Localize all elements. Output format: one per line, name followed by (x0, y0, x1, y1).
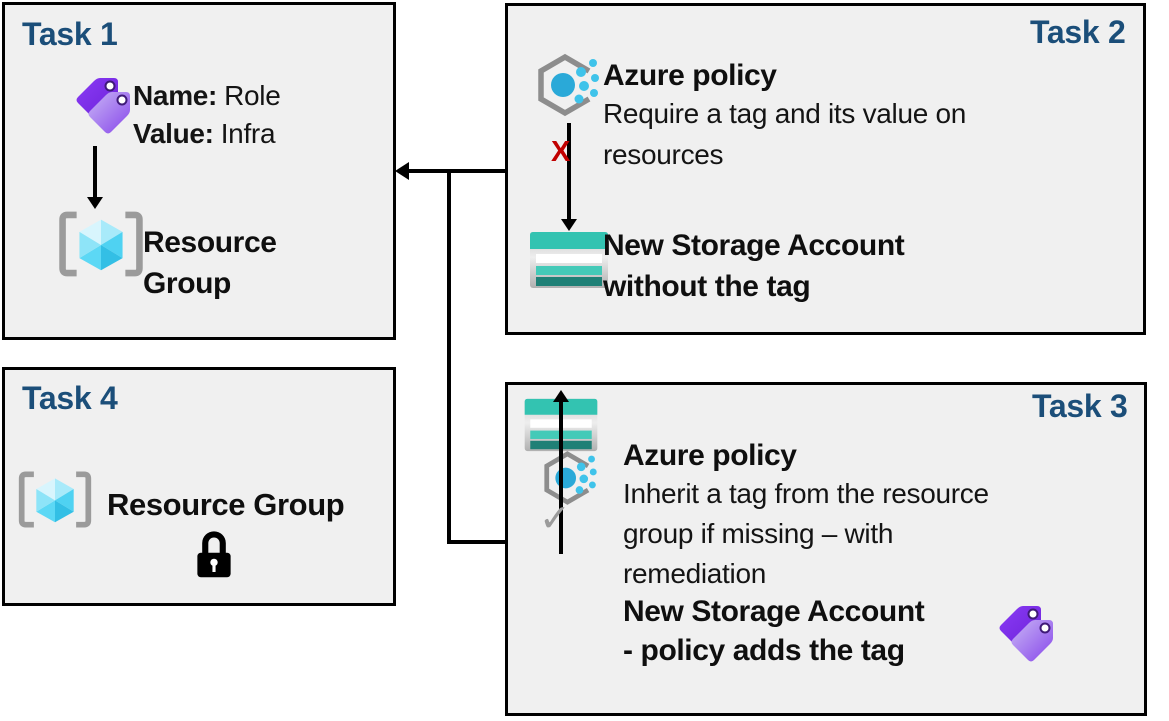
task2-heading: Azure policy (603, 59, 777, 92)
task2-description: Require a tag and its value on resources (603, 93, 966, 175)
task3-arrowhead-up-icon (553, 390, 569, 402)
task3-result-line1: New Storage Account (623, 595, 925, 628)
task1-arrow-line (93, 146, 97, 198)
task4-resource-group-label: Resource Group (107, 487, 345, 522)
connector-arrowhead-left-icon (395, 162, 409, 180)
task1-panel (2, 2, 396, 340)
task3-heading: Azure policy (623, 439, 797, 472)
tag-name-label: Name: (133, 80, 218, 111)
task1-arrowhead-down-icon (87, 197, 103, 209)
task4-title: Task 4 (22, 380, 118, 416)
task2-description-line2: resources (603, 139, 724, 170)
storage-account-icon (528, 231, 610, 289)
tag-name-value: Role (224, 80, 281, 111)
resource-group-label-line2: Group (143, 267, 231, 300)
resource-group-icon (16, 470, 94, 529)
azure-policy-icon (532, 49, 604, 121)
task3-result-line2: - policy adds the tag (623, 634, 905, 667)
deny-x-icon: X (551, 136, 571, 168)
task3-title: Task 3 (1032, 388, 1128, 424)
task2-arrow-line (567, 123, 571, 220)
task3-result: New Storage Account - policy adds the ta… (623, 592, 925, 670)
task2-result-line2: without the tag (603, 270, 811, 303)
connector-horizontal-bottom (447, 540, 507, 544)
resource-group-icon (56, 210, 146, 278)
tag-value-value: Infra (220, 118, 276, 149)
task3-composite-icon: ✓ (515, 390, 615, 570)
tag-name-line: Name:Role (133, 77, 281, 115)
task3-description: Inherit a tag from the resource group if… (623, 474, 989, 594)
task2-panel (505, 3, 1146, 335)
task3-description-line2: group if missing – with (623, 518, 894, 549)
resource-group-label-line1: Resource (143, 226, 277, 259)
connector-vertical (447, 169, 451, 544)
tag-icon (997, 604, 1061, 668)
tag-icon (74, 76, 138, 140)
lock-icon (193, 528, 235, 581)
tag-value-line: Value:Infra (133, 115, 280, 153)
task2-description-line1: Require a tag and its value on (603, 98, 967, 129)
task3-arrow-line (559, 401, 563, 554)
task2-arrowhead-down-icon (561, 219, 577, 231)
connector-horizontal-top (408, 169, 507, 173)
compliant-check-icon: ✓ (539, 498, 571, 540)
task3-description-line1: Inherit a tag from the resource (623, 478, 989, 509)
task3-panel (505, 382, 1147, 716)
task3-description-line3: remediation (623, 558, 767, 589)
task1-title: Task 1 (22, 16, 118, 52)
task2-title: Task 2 (1030, 14, 1126, 50)
task2-result-line1: New Storage Account (603, 229, 905, 262)
task2-result: New Storage Account without the tag (603, 225, 905, 307)
tag-name-value-block: Name:Role Value:Infra (133, 77, 281, 153)
tag-value-label: Value: (133, 118, 214, 149)
task1-resource-group-label: Resource Group (143, 222, 277, 304)
